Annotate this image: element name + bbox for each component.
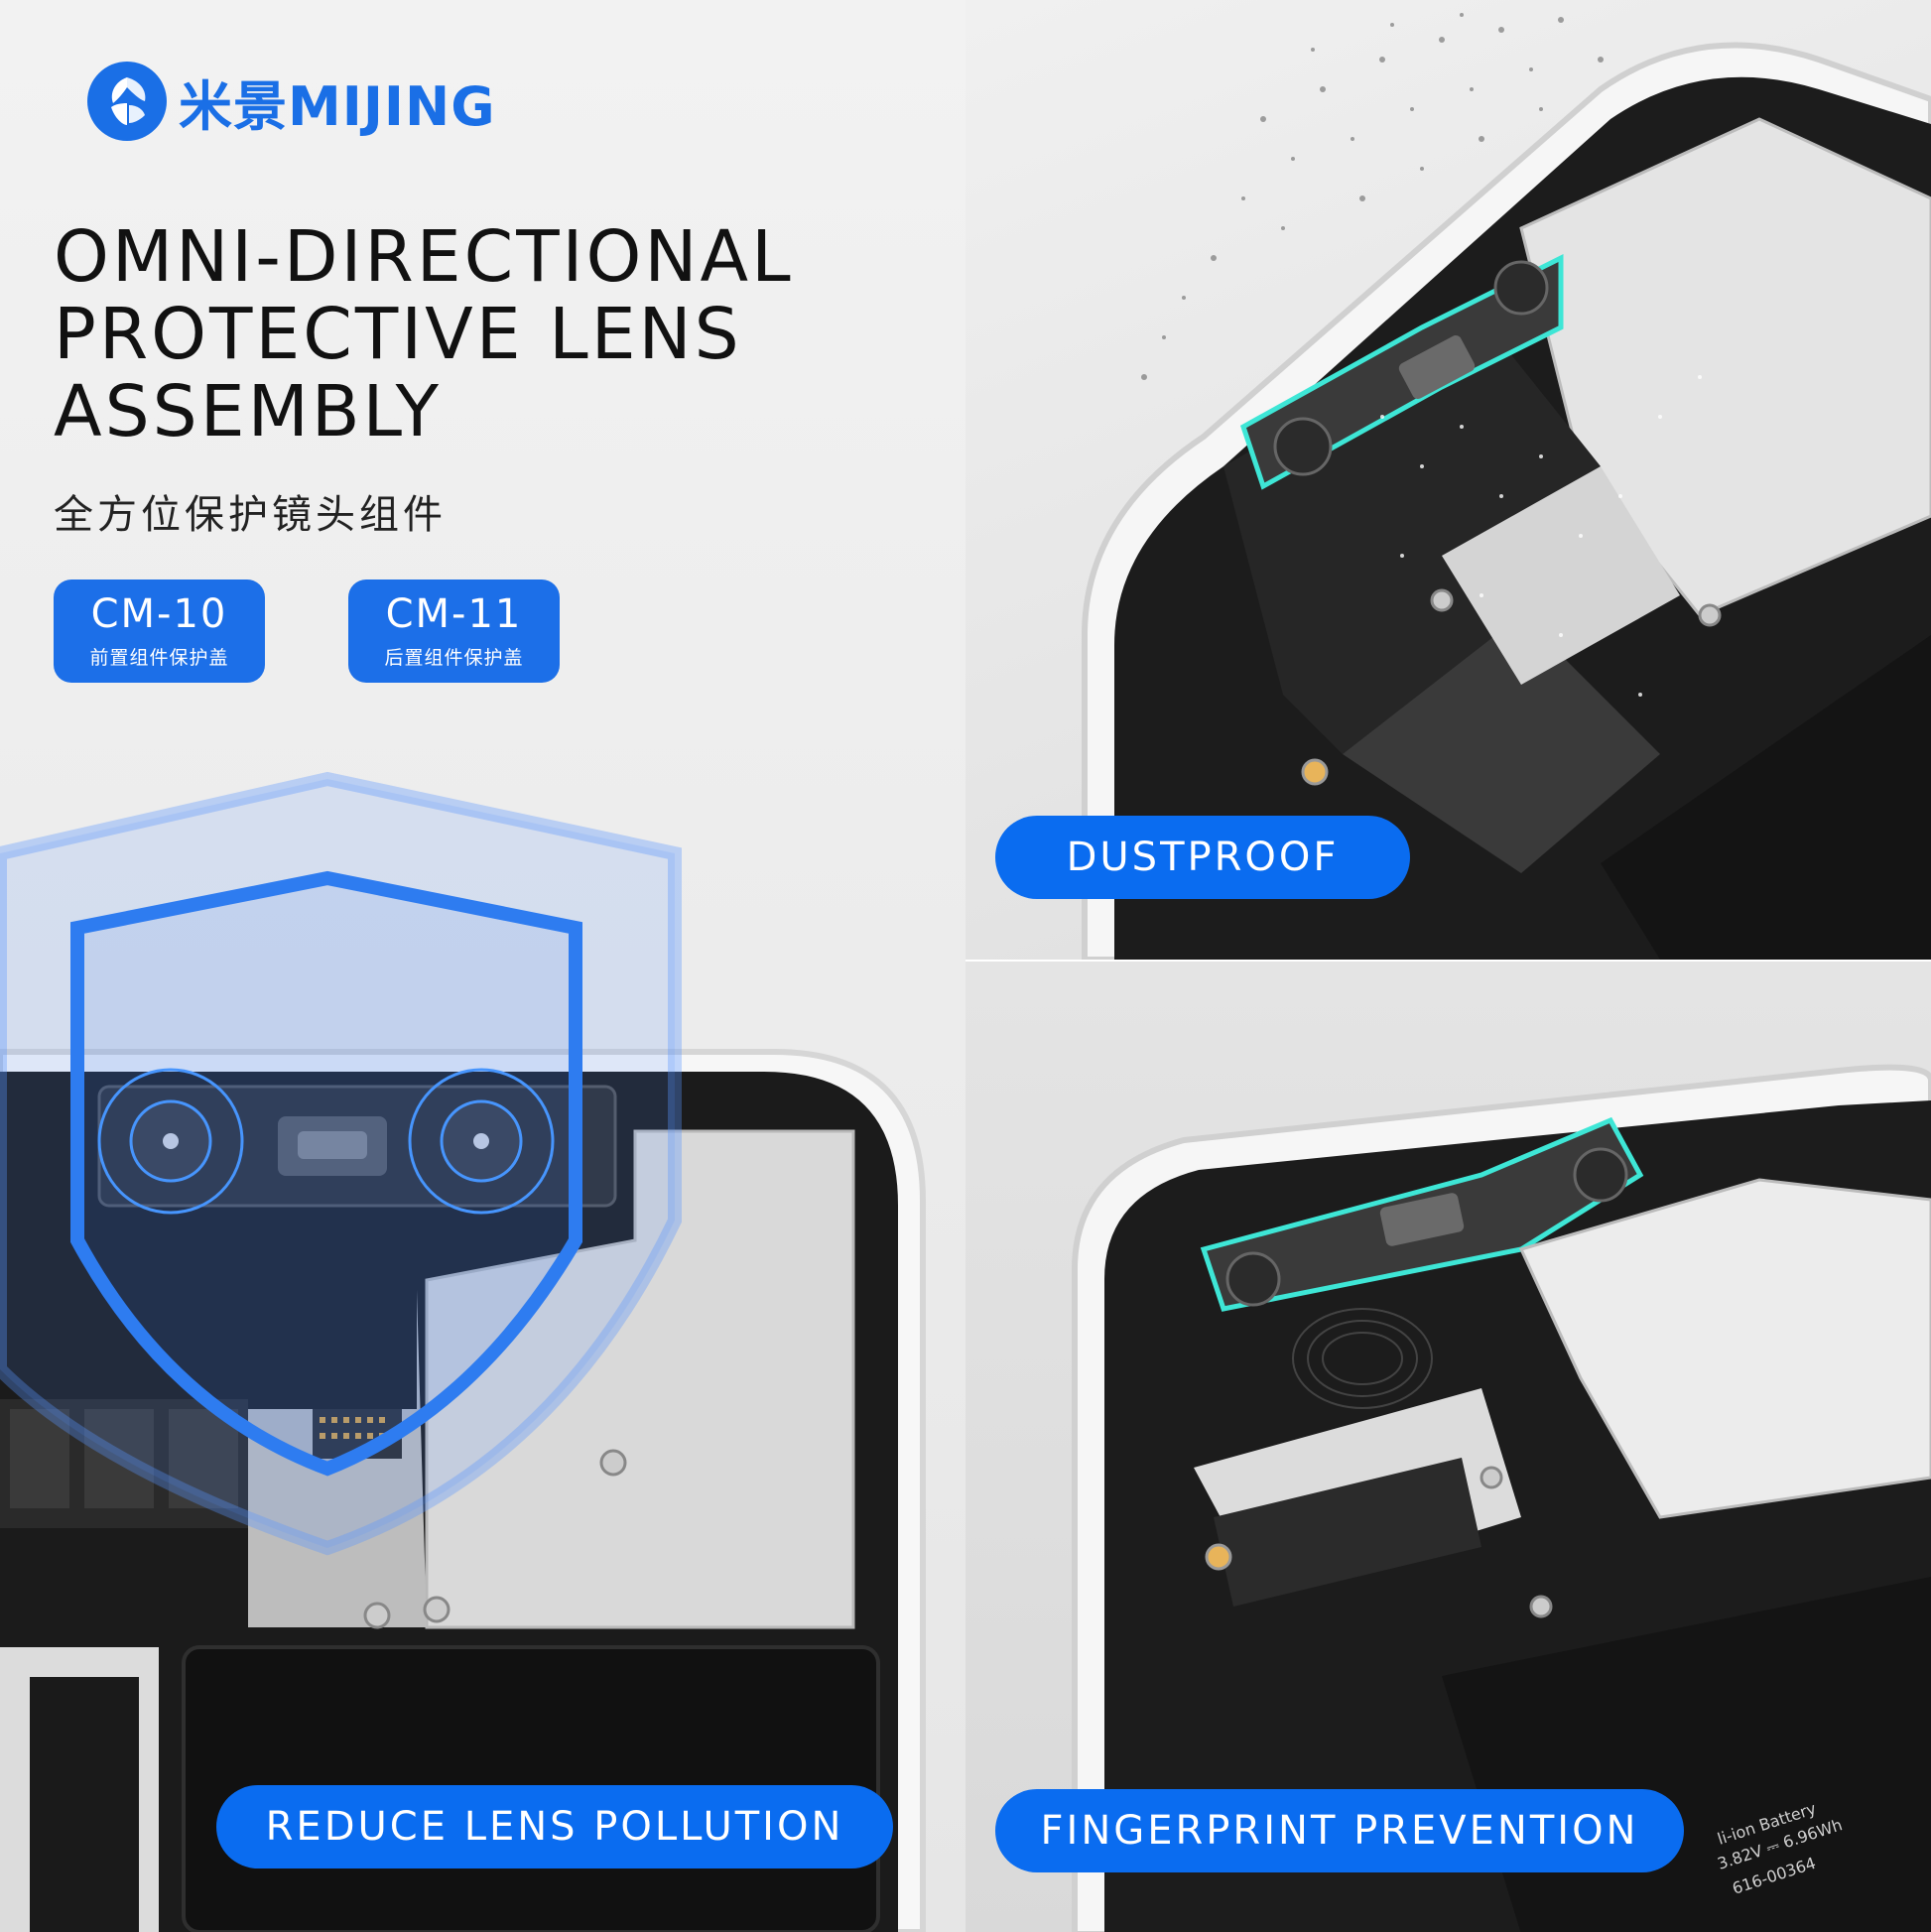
brand-logo: 米景MIJING [85,60,496,143]
title-line-2: PROTECTIVE LENS [54,293,742,375]
feature-fingerprint-prevention: FINGERPRINT PREVENTION [995,1789,1684,1872]
page-title: OMNI-DIRECTIONAL PROTECTIVE LENS ASSEMBL… [54,218,794,451]
product-badge-cm11: CM-11 后置组件保护盖 [348,580,560,683]
product-desc: 后置组件保护盖 [384,647,524,669]
product-desc: 前置组件保护盖 [89,647,229,669]
title-line-3: ASSEMBLY [54,370,443,452]
fingerprint-panel: li-ion Battery 3.82V ⎓ 6.96Wh 616-00364 … [966,960,1931,1932]
feature-reduce-lens-pollution: REDUCE LENS POLLUTION [216,1785,893,1868]
brand-name: 米景MIJING [179,74,496,138]
product-code: CM-11 [385,591,523,637]
subtitle-cn: 全方位保护镜头组件 [54,492,447,538]
dustproof-panel: DUSTPROOF [966,0,1931,960]
phone-internals-dust-illustration [1082,13,1931,960]
left-panel: 米景MIJING OMNI-DIRECTIONAL PROTECTIVE LEN… [0,0,966,1932]
product-code: CM-10 [90,591,228,637]
title-line-1: OMNI-DIRECTIONAL [54,215,794,298]
butterfly-logo-icon [87,62,167,141]
phone-internals-fingerprint-illustration: li-ion Battery 3.82V ⎓ 6.96Wh 616-00364 [1072,1064,1931,1932]
phone-internals-illustration [0,771,926,1932]
feature-dustproof: DUSTPROOF [995,816,1410,899]
product-badge-cm10: CM-10 前置组件保护盖 [54,580,265,683]
